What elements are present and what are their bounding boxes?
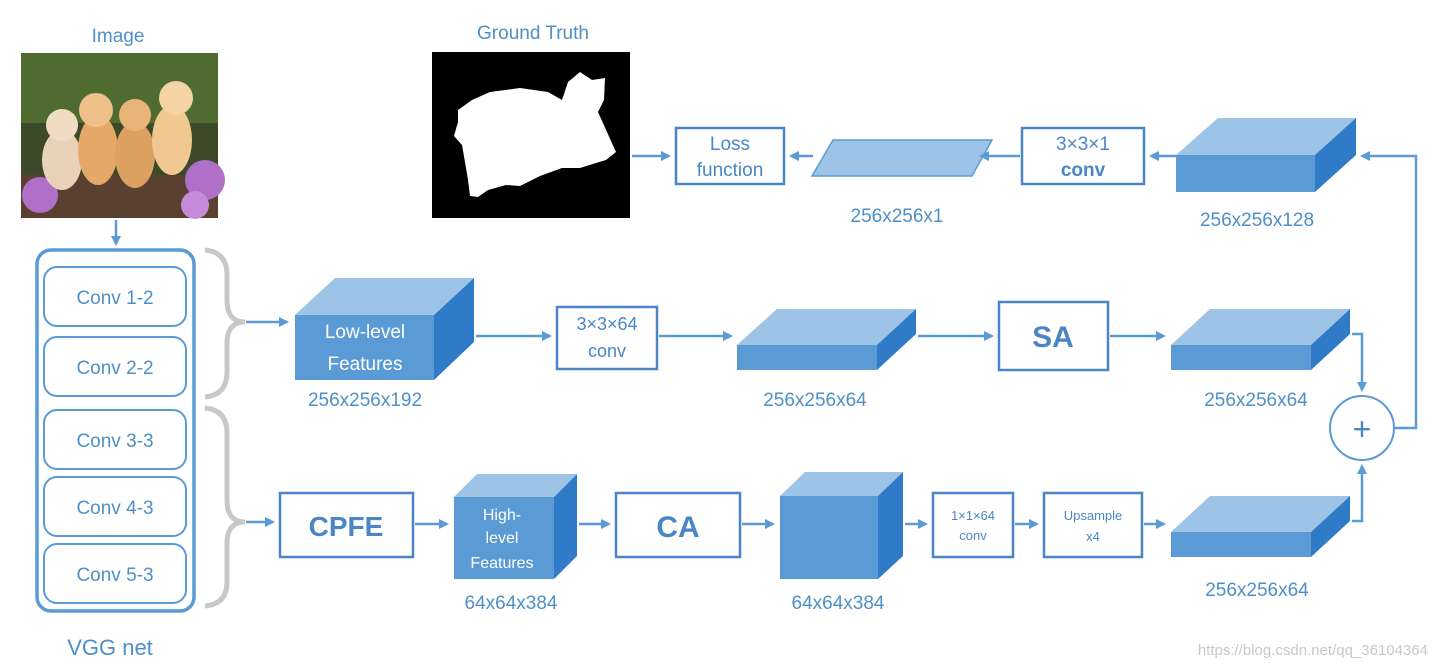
ca-label: CA (656, 511, 699, 544)
vgg-net-frame (35, 248, 196, 613)
conv1164-label-line1: 1×1×64 (951, 508, 995, 523)
high-level-dim: 64x64x384 (465, 593, 558, 614)
high-level-brace (204, 405, 246, 609)
feature-block-256x256x64-upsampled (1171, 496, 1350, 557)
loss-label-line2: function (697, 160, 764, 181)
output-plane-dim: 256x256x1 (851, 206, 944, 227)
feature-block-256x256x64 (737, 309, 916, 370)
output-plane (810, 139, 994, 177)
loss-label-line1: Loss (710, 134, 750, 155)
vgg-layer-label: Conv 1-2 (76, 288, 153, 309)
high-level-features-block: High- level Features (454, 474, 577, 579)
high-level-label-line2: level (486, 530, 519, 547)
conv1164-label-line2: conv (959, 528, 987, 543)
mid-right-dim: 256x256x64 (1204, 390, 1308, 411)
conv331-label-line1: 3×3×1 (1056, 134, 1110, 155)
low-level-brace (204, 247, 246, 400)
cpfe-label: CPFE (309, 511, 384, 542)
ground-truth-label: Ground Truth (477, 23, 589, 44)
vgg-layer: Conv 2-2 (43, 336, 187, 397)
bottom-right-dim: 256x256x64 (1205, 580, 1309, 601)
low-level-label-line2: Features (328, 354, 403, 375)
upsample-label-line2: x4 (1086, 529, 1100, 544)
sa-label: SA (1032, 321, 1074, 354)
conv3364-label-line2: conv (588, 341, 626, 361)
plus-sign: + (1353, 411, 1372, 447)
conv-3x3x1-box: 3×3×1 conv (1020, 126, 1146, 186)
low-level-label-line1: Low-level (325, 322, 405, 343)
block128-dim: 256x256x128 (1200, 210, 1314, 231)
mid-flat-dim: 256x256x64 (763, 390, 867, 411)
vgg-layer: Conv 5-3 (43, 543, 187, 604)
ca-branch-to-sum-arrow (1352, 464, 1367, 523)
feature-block-64x64x384 (780, 472, 903, 579)
upsample-box: Upsample x4 (1042, 491, 1144, 559)
input-image (21, 53, 225, 219)
low-level-dim: 256x256x192 (308, 390, 422, 411)
vgg-layer-label: Conv 3-3 (76, 431, 153, 452)
sum-to-top-block-arrow (1360, 151, 1418, 430)
vgg-layer-label: Conv 5-3 (76, 565, 153, 586)
image-label: Image (92, 26, 145, 47)
watermark: https://blog.csdn.net/qq_36104364 (1198, 642, 1428, 659)
loss-function-box: Loss function (674, 126, 786, 186)
high-level-label-line3: Features (470, 555, 533, 572)
high-level-label-line1: High- (483, 507, 521, 524)
conv-1x1x64-box: 1×1×64 conv (931, 491, 1015, 559)
vgg-layer-label: Conv 4-3 (76, 498, 153, 519)
vgg-layer: Conv 4-3 (43, 476, 187, 537)
conv331-label-line2: conv (1061, 160, 1106, 181)
sum-node: + (1329, 395, 1395, 461)
sa-branch-to-sum-arrow (1352, 332, 1367, 392)
cpfe-box: CPFE (278, 491, 415, 559)
feature-block-256x256x128 (1176, 118, 1356, 192)
conv3364-label-line1: 3×3×64 (576, 314, 637, 334)
conv-3x3x64-box: 3×3×64 conv (555, 305, 659, 371)
low-level-features-block: Low-level Features (295, 278, 474, 380)
feature-block-256x256x64-sa (1171, 309, 1350, 370)
vgg-layer: Conv 3-3 (43, 409, 187, 470)
ca-box: CA (614, 491, 742, 559)
vgg-layer-label: Conv 2-2 (76, 358, 153, 379)
sa-box: SA (997, 300, 1110, 372)
vgg-net-label: VGG net (67, 635, 153, 660)
ground-truth-mask (432, 52, 630, 218)
vgg-layer: Conv 1-2 (43, 266, 187, 327)
upsample-label-line1: Upsample (1064, 508, 1123, 523)
ca-out-dim: 64x64x384 (792, 593, 885, 614)
